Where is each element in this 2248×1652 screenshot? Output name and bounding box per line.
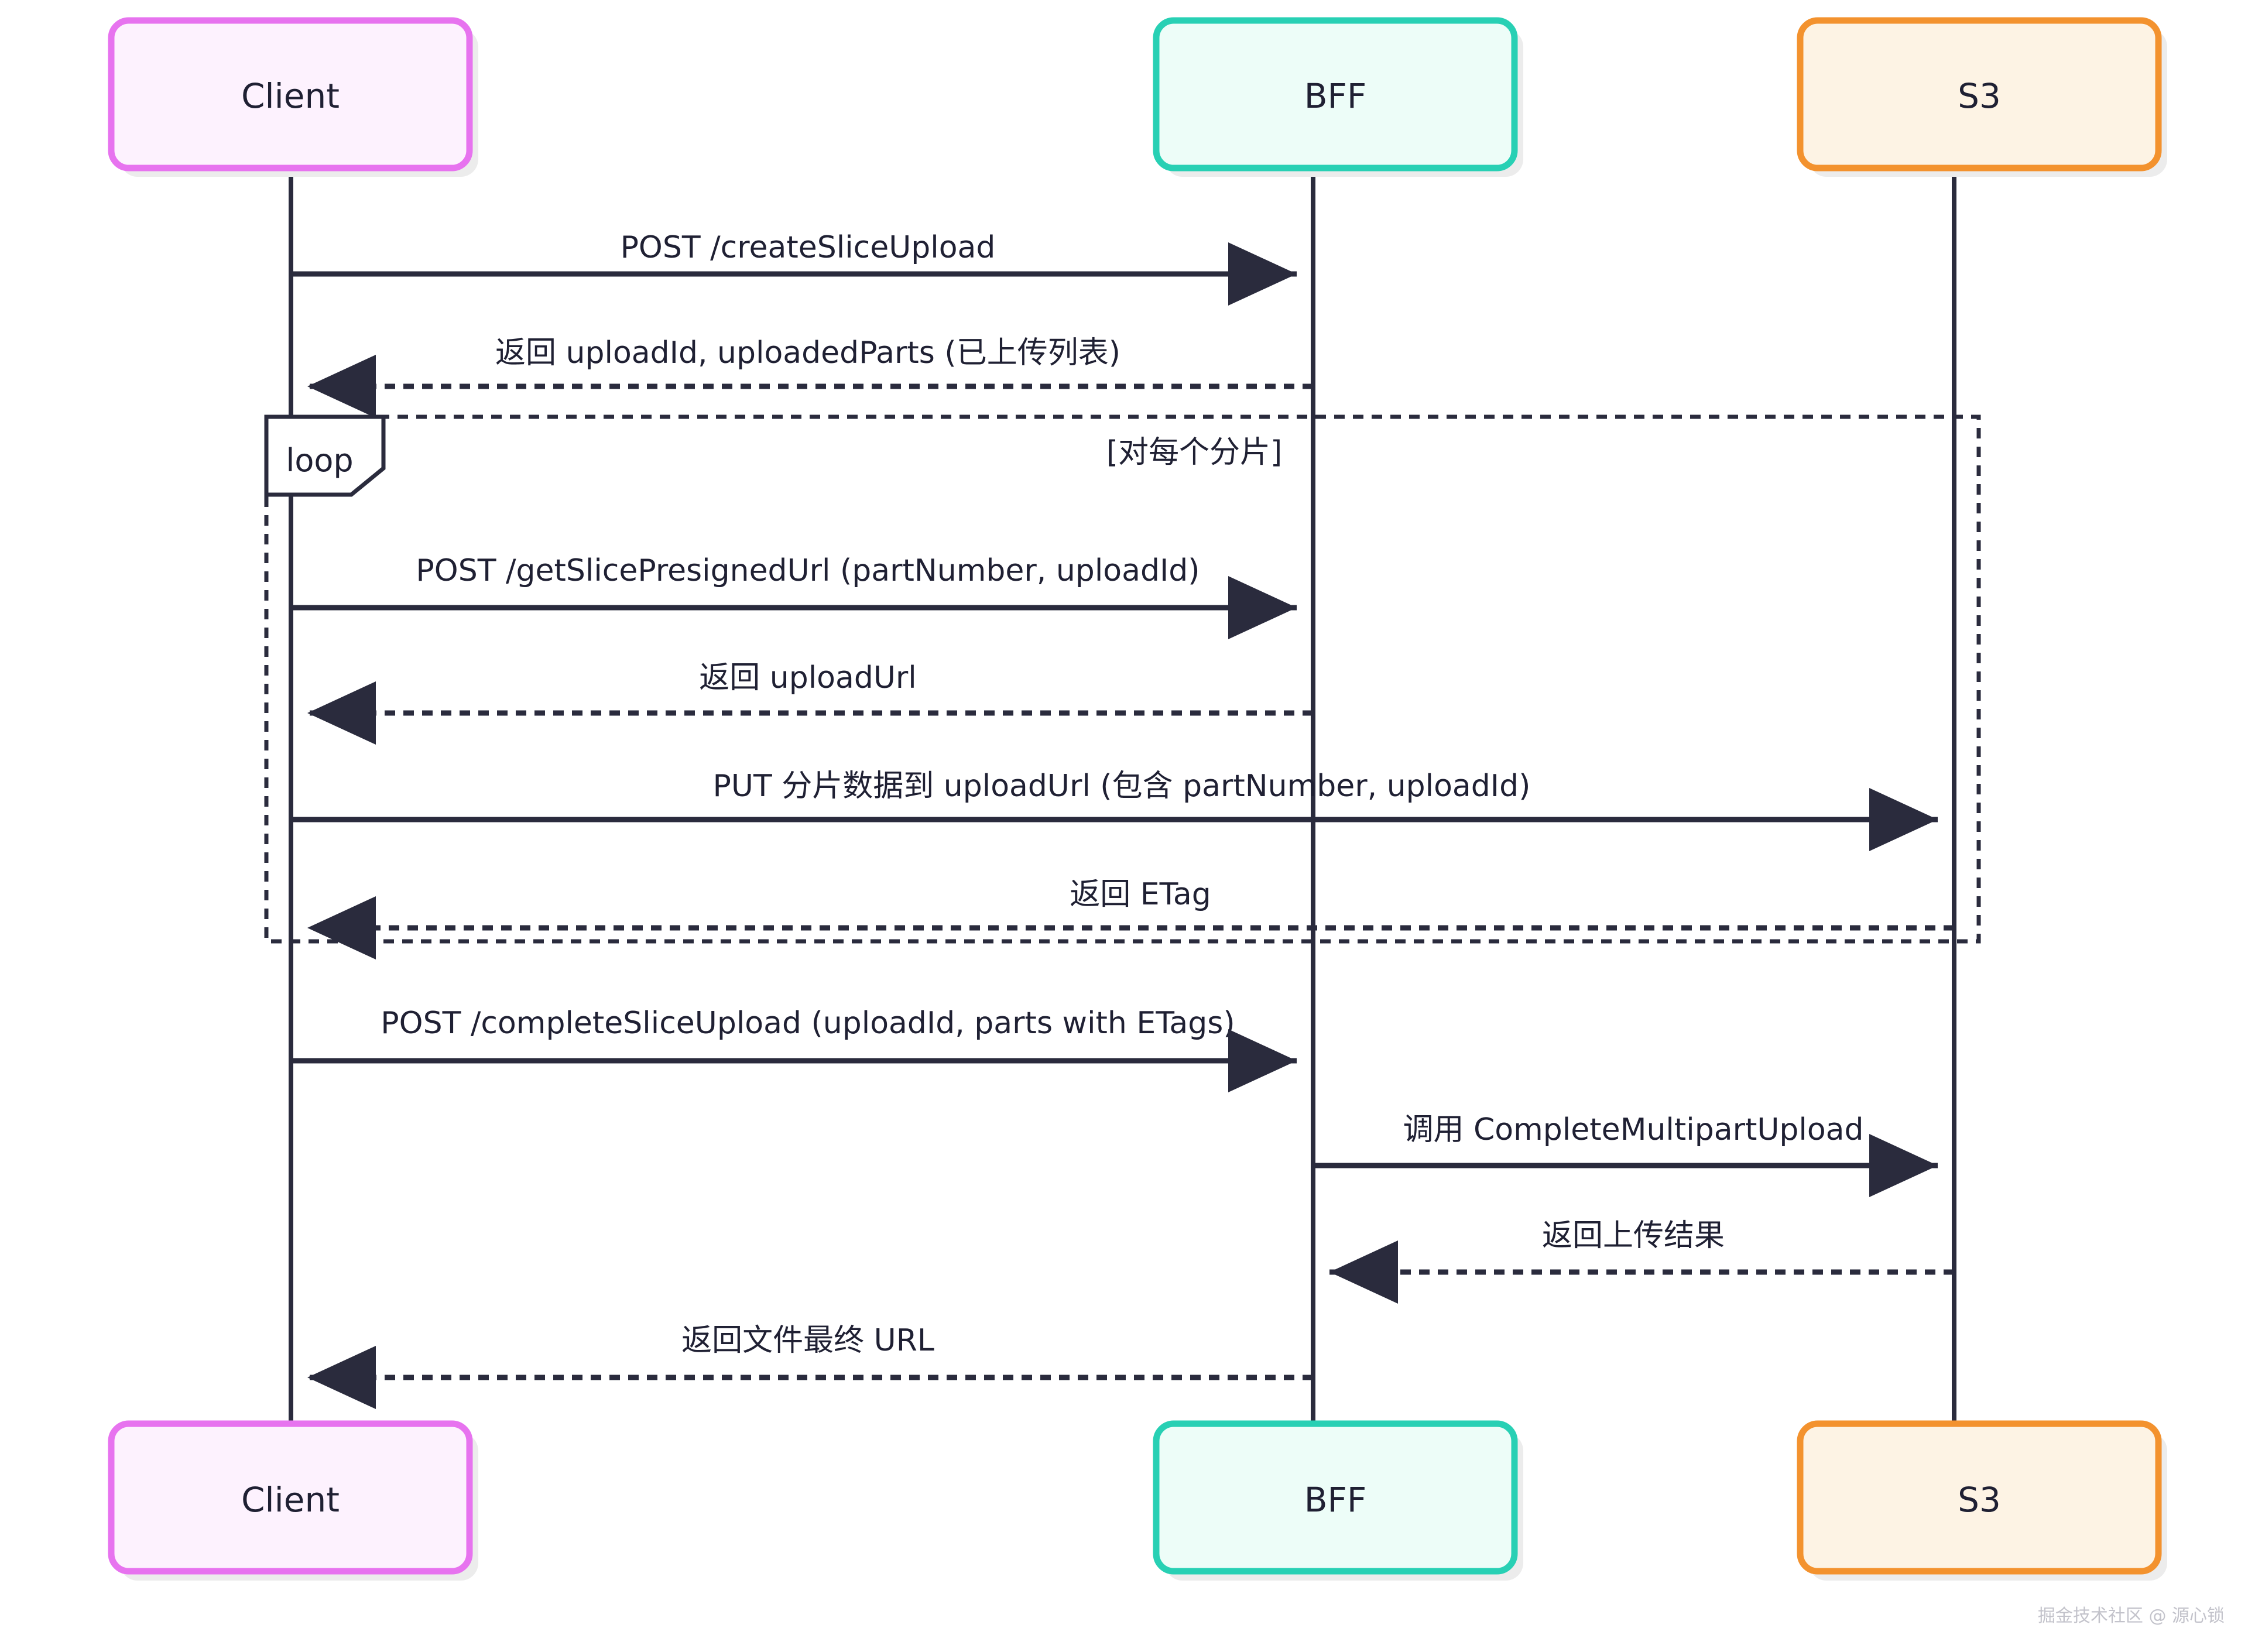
message-2: POST /getSlicePresignedUrl (partNumber, …	[291, 553, 1297, 639]
participant-client-top[interactable]: Client	[108, 17, 478, 177]
message-label-0: POST /createSliceUpload	[621, 230, 996, 265]
participant-box-bff-top[interactable]	[1153, 17, 1518, 172]
fragment-condition-loop-1: [对每个分片]	[1106, 435, 1283, 470]
fragment-tab-loop-1	[264, 414, 386, 497]
participant-client-bottom[interactable]: Client	[108, 1420, 478, 1581]
watermark-label: 掘金技术社区 @ 源心锁	[2038, 1606, 2225, 1626]
message-label-2: POST /getSlicePresignedUrl (partNumber, …	[416, 553, 1200, 588]
participant-label-bff-top: BFF	[1304, 76, 1367, 116]
participant-label-client-bottom: Client	[241, 1480, 340, 1520]
message-label-3: 返回 uploadUrl	[699, 660, 917, 695]
message-label-7: 调用 CompleteMultipartUpload	[1403, 1112, 1863, 1147]
participant-label-bff-bottom: BFF	[1304, 1480, 1367, 1520]
participant-bff-bottom[interactable]: BFF	[1153, 1420, 1523, 1581]
message-label-1: 返回 uploadId, uploadedParts (已上传列表)	[495, 335, 1120, 371]
message-7: 调用 CompleteMultipartUpload	[1313, 1112, 1938, 1197]
participant-box-s3-bottom[interactable]	[1797, 1420, 2162, 1575]
message-8: 返回上传结果	[1329, 1218, 1954, 1304]
message-label-8: 返回上传结果	[1542, 1218, 1725, 1253]
fragment-keyword-loop-1: loop	[286, 442, 353, 479]
participant-bff-top[interactable]: BFF	[1153, 17, 1523, 177]
lifelines-group	[289, 170, 1956, 1424]
message-3: 返回 uploadUrl	[307, 660, 1313, 745]
participant-label-s3-bottom: S3	[1958, 1480, 2001, 1520]
participant-s3-bottom[interactable]: S3	[1797, 1420, 2167, 1581]
participant-box-s3-top[interactable]	[1797, 17, 2162, 172]
message-4: PUT 分片数据到 uploadUrl (包含 partNumber, uplo…	[291, 769, 1938, 851]
message-label-4: PUT 分片数据到 uploadUrl (包含 partNumber, uplo…	[713, 769, 1531, 804]
participant-s3-top[interactable]: S3	[1797, 17, 2167, 177]
message-0: POST /createSliceUpload	[291, 230, 1297, 306]
participant-box-client-bottom[interactable]	[108, 1420, 473, 1575]
participant-label-s3-top: S3	[1958, 76, 2001, 116]
message-label-5: 返回 ETag	[1070, 877, 1211, 912]
fragment-border-loop-1	[264, 414, 1981, 944]
participant-label-client-top: Client	[241, 76, 340, 116]
participant-box-bff-bottom[interactable]	[1153, 1420, 1518, 1575]
fragment-loop-1: loop [对每个分片]	[264, 414, 1981, 944]
message-9: 返回文件最终 URL	[307, 1323, 1313, 1409]
message-5: 返回 ETag	[307, 877, 1954, 959]
message-label-6: POST /completeSliceUpload (uploadId, par…	[381, 1006, 1235, 1041]
message-label-9: 返回文件最终 URL	[681, 1323, 934, 1358]
message-6: POST /completeSliceUpload (uploadId, par…	[291, 1006, 1297, 1092]
message-1: 返回 uploadId, uploadedParts (已上传列表)	[307, 335, 1313, 418]
participant-box-client-top[interactable]	[108, 17, 473, 172]
